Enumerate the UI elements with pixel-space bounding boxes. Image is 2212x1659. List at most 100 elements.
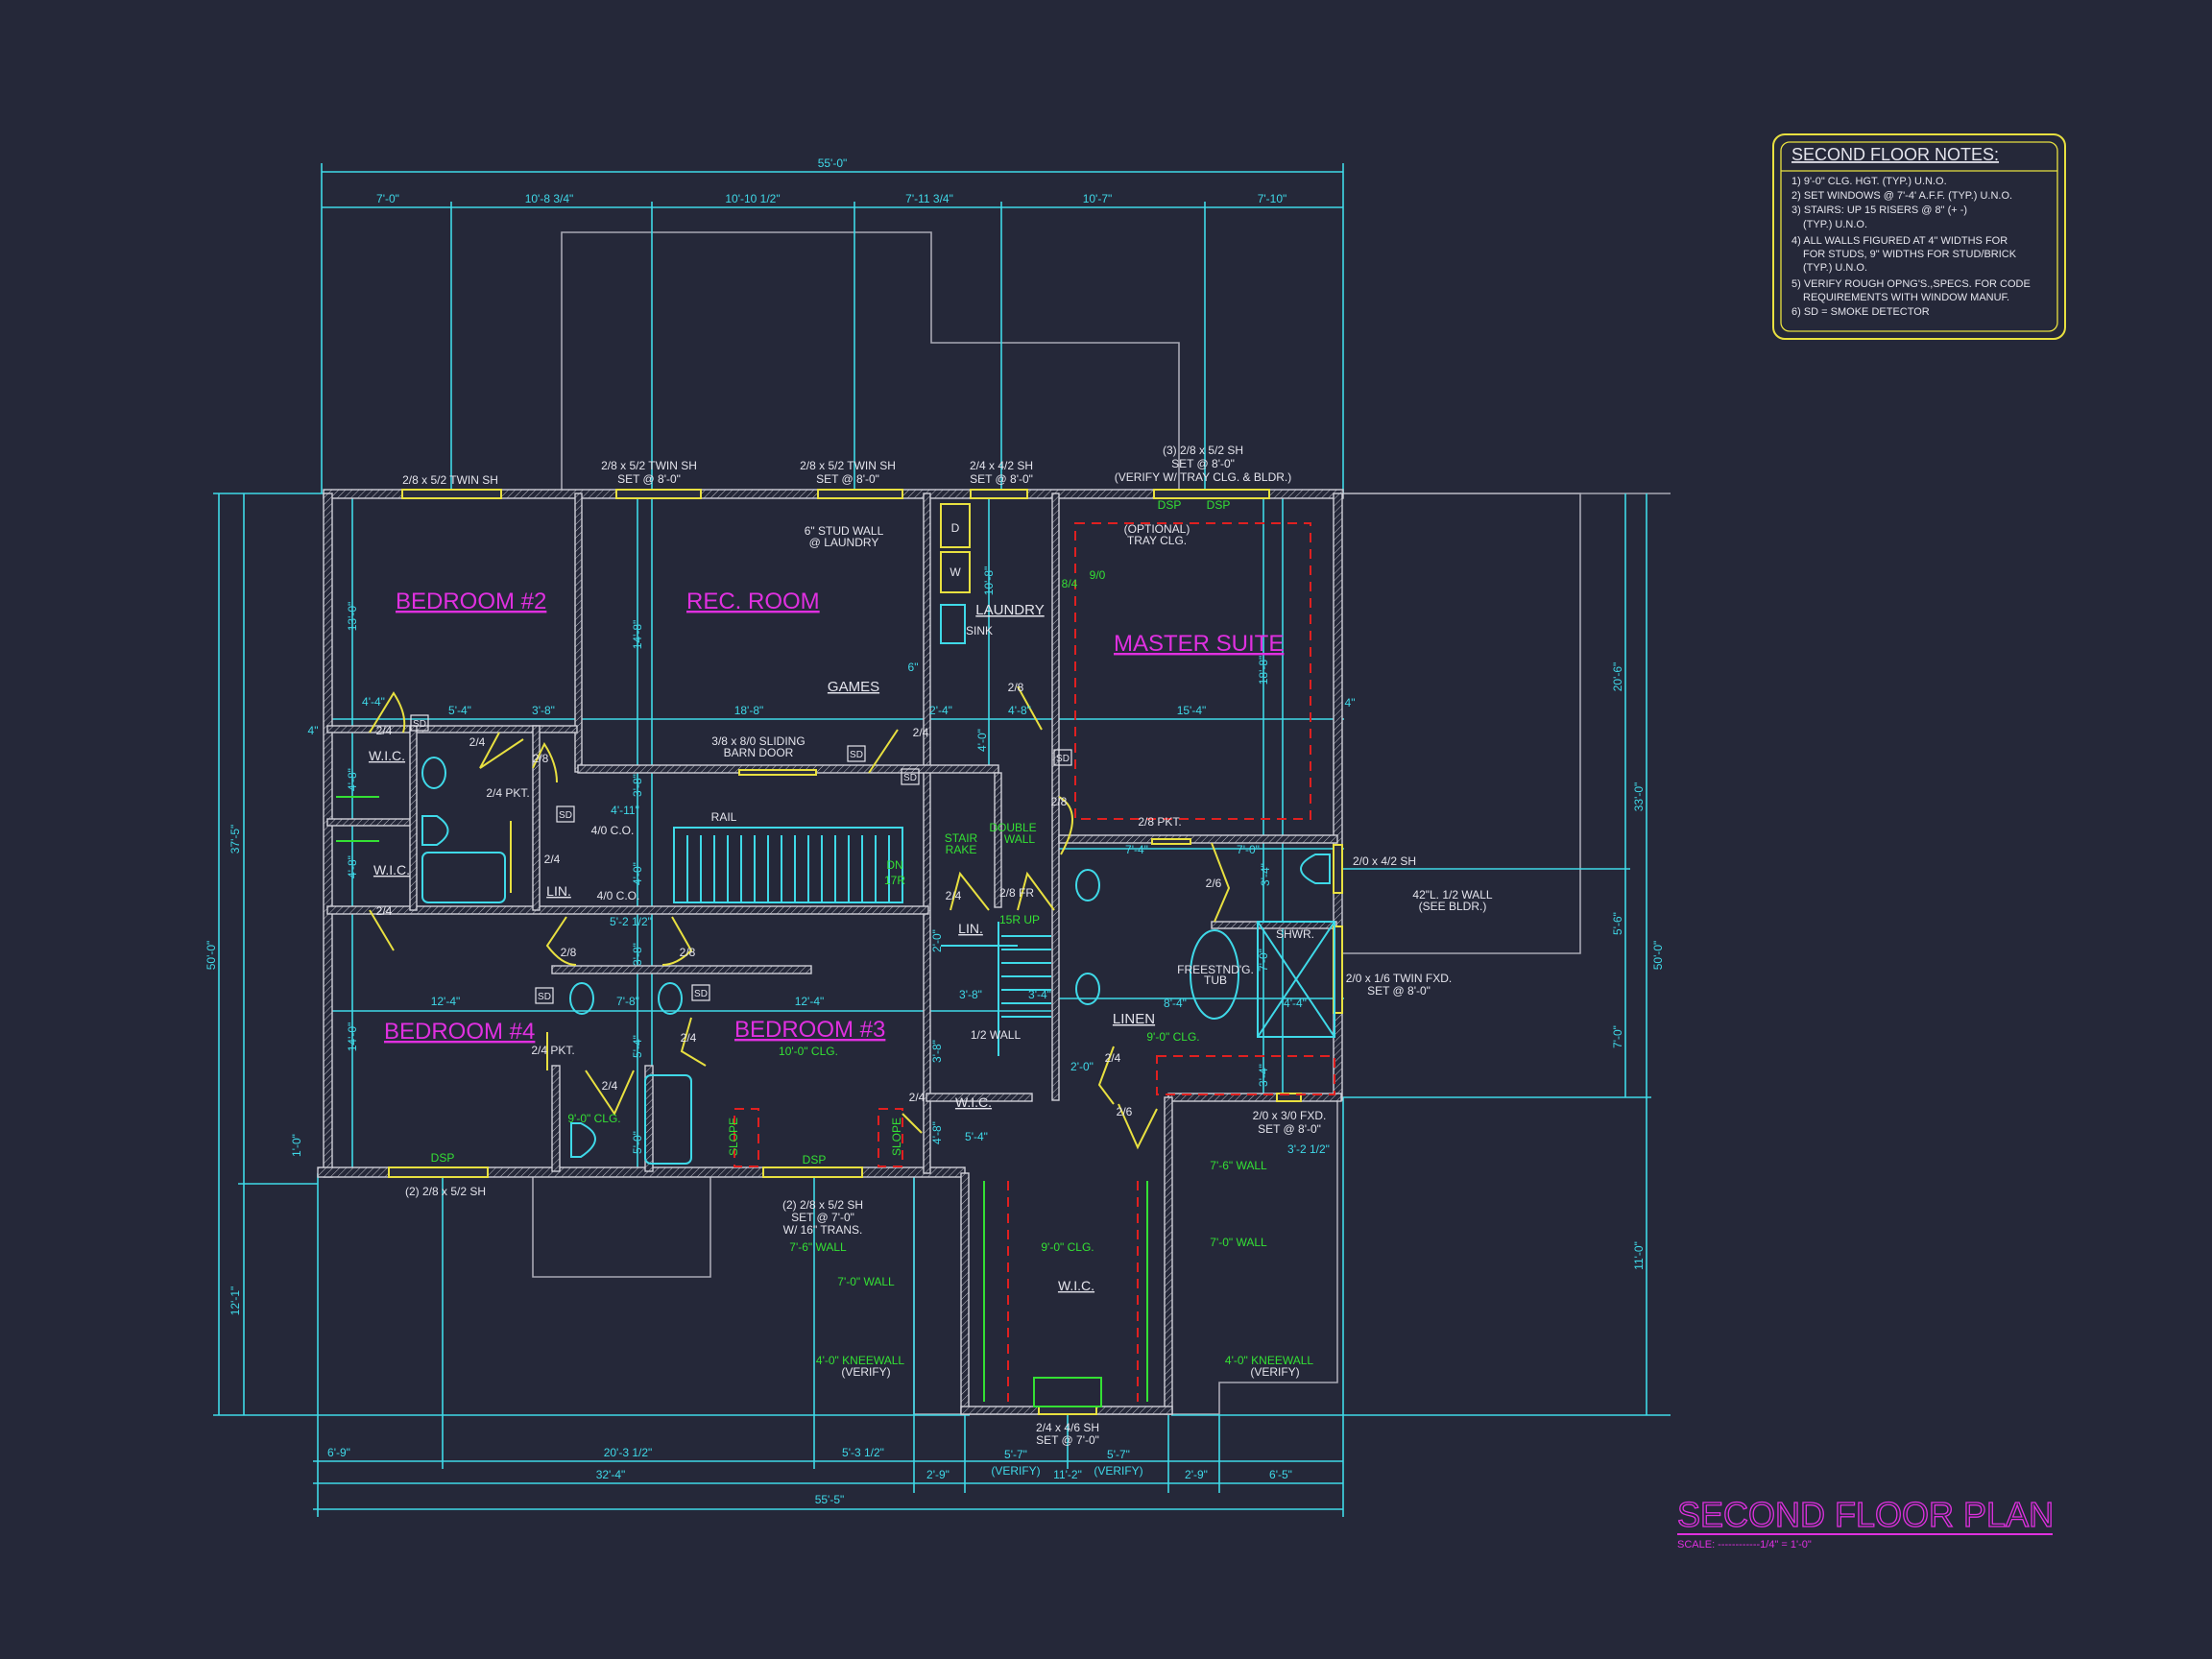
- door-label: 2/8: [561, 946, 577, 959]
- dim-text: 2'-9": [926, 1468, 950, 1481]
- room-bedroom-2: BEDROOM #2: [396, 589, 546, 614]
- dim-text: 3'-8": [532, 704, 555, 717]
- window-label: SET @ 8'-0": [970, 472, 1033, 486]
- annotation: 4'-0" KNEEWALL: [816, 1354, 904, 1367]
- annotation: LINEN: [1113, 1011, 1155, 1027]
- dim-text: 3'-8": [930, 1040, 944, 1063]
- window-label: SET @ 8'-0": [617, 472, 681, 486]
- dim-text: 3'-8": [631, 774, 644, 797]
- window-label: (3) 2/8 x 5/2 SH: [1163, 444, 1243, 457]
- annotation: W.I.C.: [373, 862, 410, 878]
- notes-box: SECOND FLOOR NOTES: 1) 9'-0" CLG. HGT. (…: [1772, 133, 2066, 340]
- dim-text: 14'-0": [346, 1022, 359, 1052]
- walls: [317, 489, 1344, 1415]
- dim-text: 4'-8": [930, 1121, 944, 1144]
- window-label: SET @ 8'-0": [1258, 1122, 1321, 1136]
- room-bedroom-3: BEDROOM #3: [734, 1017, 885, 1043]
- door-label: 2/4: [1105, 1051, 1121, 1065]
- door-label: 2/4: [909, 1091, 926, 1104]
- dimension-texts: 55'-0" 7'-0" 10'-8 3/4" 10'-10 1/2" 7'-1…: [204, 156, 1665, 1506]
- dim-text: 4'-4": [362, 695, 385, 709]
- annotation: @ LAUNDRY: [809, 536, 879, 549]
- dim-text: 32'-4": [596, 1468, 626, 1481]
- dim-text: 7'-0": [1257, 949, 1270, 972]
- annotation: 17R: [884, 874, 905, 887]
- annotation: (OPTIONAL): [1124, 522, 1190, 536]
- svg-text:SD: SD: [694, 989, 708, 999]
- annotation: DSP: [803, 1153, 827, 1166]
- dim-text: 20'-6": [1611, 662, 1624, 692]
- note-line: 5) VERIFY ROUGH OPNG'S.,SPECS. FOR CODE: [1791, 278, 2031, 290]
- dim-text: 2'-9": [1185, 1468, 1208, 1481]
- smoke-detector-icon: SD: [410, 714, 429, 732]
- door-label: 2/4: [913, 726, 929, 739]
- dim-text: 7'-0": [1237, 843, 1260, 856]
- door-label: 2/4 PKT.: [531, 1044, 574, 1057]
- annotation: SHWR.: [1276, 927, 1314, 941]
- smoke-detector-icon: SD: [691, 984, 710, 1001]
- fixtures: [421, 503, 1335, 1407]
- dim-text: 18'-8": [1257, 656, 1270, 685]
- annotation: DSP: [431, 1151, 455, 1165]
- door-label: 2/8: [533, 752, 549, 765]
- dim-text: 5'-0": [631, 1131, 644, 1154]
- dim-text: 5'-6": [1611, 912, 1624, 935]
- window-label: SET @ 8'-0": [1171, 457, 1235, 470]
- dim-text: 7'-4": [1125, 843, 1148, 856]
- annotation-laundry: LAUNDRY: [975, 602, 1044, 618]
- dim-text: 11'-2": [1053, 1468, 1082, 1481]
- window-label: 2/4 x 4/6 SH: [1036, 1421, 1099, 1434]
- door-label: 2/8 PKT.: [1138, 815, 1181, 829]
- annotation: LIN.: [546, 883, 571, 899]
- annotation: SLOPE: [890, 1118, 903, 1156]
- dim-text: 4'-11": [611, 804, 639, 817]
- door-label: 2/8: [680, 946, 696, 959]
- dim-text: 2'-0": [1070, 1060, 1094, 1073]
- dim-text: 5'-3 1/2": [842, 1446, 884, 1459]
- dim-text: 10'-8 3/4": [525, 192, 574, 205]
- dim-text: (VERIFY): [991, 1464, 1040, 1478]
- smoke-detector-icon: SD: [1053, 749, 1072, 766]
- annotation: 4'-0" KNEEWALL: [1225, 1354, 1313, 1367]
- dim-text: 12'-4": [431, 995, 461, 1008]
- window-label: 2/4 x 4/2 SH: [970, 459, 1033, 472]
- annotation: 9'-0" CLG.: [1041, 1240, 1094, 1254]
- svg-text:SD: SD: [559, 810, 572, 821]
- svg-text:SD: SD: [903, 773, 917, 783]
- dim-text: 3'-8": [959, 988, 982, 1001]
- dim-text: 4'-0": [631, 862, 644, 885]
- dim-text: 5'-4": [965, 1130, 988, 1143]
- dim-text: 6'-5": [1269, 1468, 1292, 1481]
- door-labels: 2/4 2/4 2/8 2/4 PKT. 2/4 2/8 2/8 2/8 PKT…: [376, 681, 1222, 1118]
- dim-text: 3'-8": [631, 943, 644, 966]
- annotation: (SEE BLDR.): [1419, 900, 1487, 913]
- window-label: 2/8 x 5/2 TWIN SH: [601, 459, 697, 472]
- dim-text: 11'-0": [1632, 1241, 1646, 1270]
- notes-title: SECOND FLOOR NOTES:: [1791, 145, 1999, 164]
- dim-text: 4": [308, 724, 319, 737]
- door-label: 2/4: [544, 853, 561, 866]
- dim-text: 3'-4": [1259, 863, 1272, 886]
- drawing-title: SECOND FLOOR PLAN SCALE: ------------1/4…: [1676, 1494, 2054, 1551]
- dim-text: 7'-0": [376, 192, 399, 205]
- dim-text: 4'-8": [346, 855, 359, 878]
- annotation: FREESTND'G.: [1177, 963, 1254, 976]
- dim-text: 10'-7": [1083, 192, 1113, 205]
- dim-text: 7'-10": [1258, 192, 1287, 205]
- annotation: W.I.C.: [955, 1094, 992, 1110]
- door-label: 2/4: [469, 735, 486, 749]
- dim-text: 3'-4": [1028, 988, 1051, 1001]
- dim-text: 1'-0": [290, 1134, 303, 1157]
- dim-text: 7'-11 3/4": [905, 192, 953, 205]
- annotation: 42"L. 1/2 WALL: [1412, 888, 1493, 902]
- annotation: 4/0 C.O.: [591, 824, 635, 837]
- dim-text: 5'-7": [1107, 1448, 1130, 1461]
- note-line: 6) SD = SMOKE DETECTOR: [1791, 306, 1930, 318]
- dim-text: 4'-8": [346, 768, 359, 791]
- dim-text: 5'-4": [448, 704, 471, 717]
- dim-text: 55'-5": [815, 1493, 845, 1506]
- window-label: (VERIFY W/ TRAY CLG. & BLDR.): [1115, 470, 1291, 484]
- note-line: REQUIREMENTS WITH WINDOW MANUF.: [1803, 292, 2009, 303]
- smoke-detectors: SD SD SD SD SD SD SD: [410, 714, 1072, 1004]
- svg-text:SD: SD: [538, 992, 551, 1002]
